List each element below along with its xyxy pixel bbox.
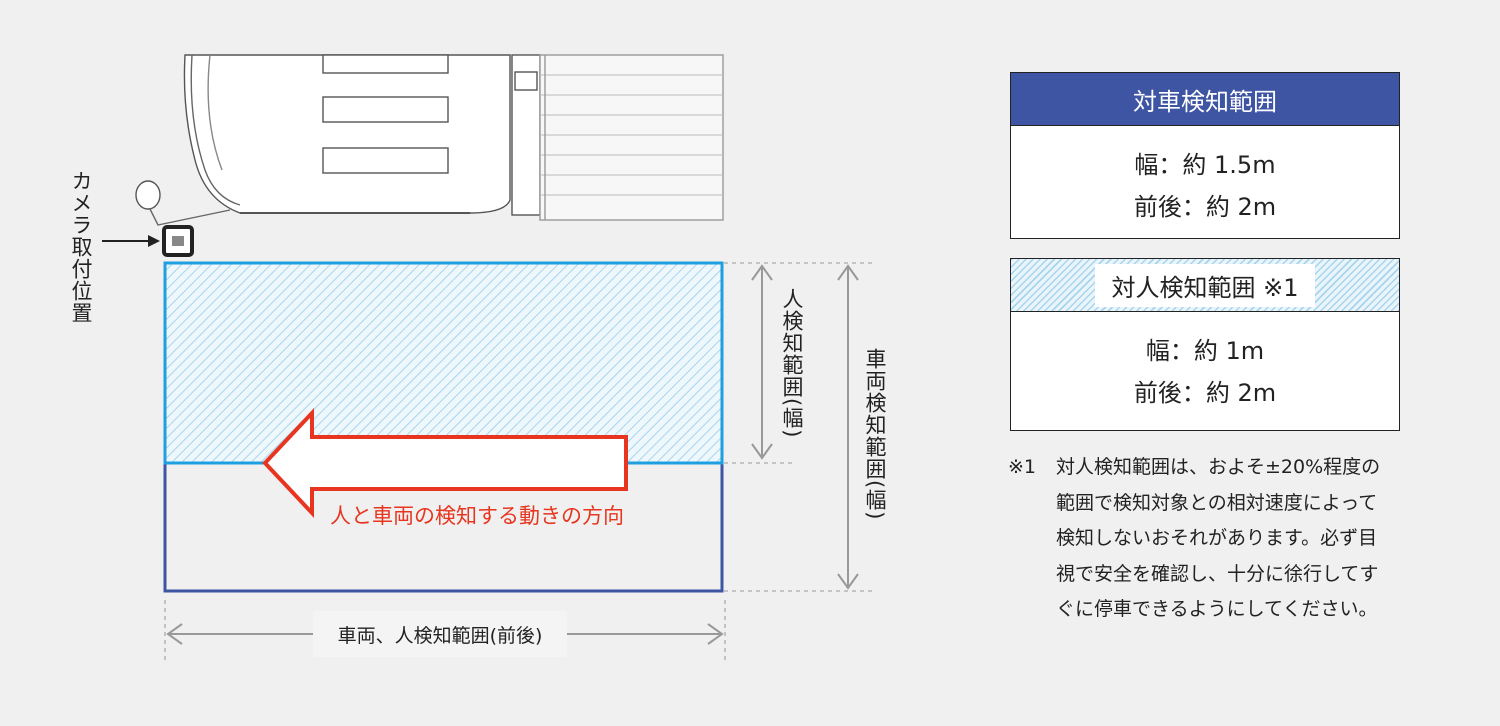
vehicle-length-value: 前後：約 2m bbox=[1133, 193, 1277, 221]
vehicle-panel-title: 対車検知範囲 bbox=[1011, 73, 1399, 126]
person-width-dimension bbox=[751, 264, 773, 460]
camera-position-label: カメラ取付位置 bbox=[69, 170, 93, 324]
vehicle-width-value: 幅：約 1.5m bbox=[1134, 151, 1276, 179]
footnote: ※1 対人検知範囲は、およそ±20%程度の範囲で検知対象との相対速度によって検知… bbox=[1008, 450, 1428, 628]
truck-illustration bbox=[135, 54, 724, 226]
camera-pointer-arrowhead bbox=[148, 235, 160, 247]
direction-arrow bbox=[262, 407, 628, 519]
person-panel-body: 幅：約 1m 前後：約 2m bbox=[1011, 312, 1399, 430]
footnote-text: 対人検知範囲は、およそ±20%程度の範囲で検知対象との相対速度によって検知しない… bbox=[1056, 456, 1381, 620]
direction-label: 人と車両の検知する動きの方向 bbox=[330, 504, 624, 528]
person-panel-header: 対人検知範囲 ※1 bbox=[1011, 259, 1399, 312]
length-label: 車両、人検知範囲(前後) bbox=[313, 611, 567, 657]
footnote-mark: ※1 bbox=[1008, 456, 1037, 478]
person-width-label: 人検知範囲(幅) bbox=[780, 288, 804, 439]
person-detection-zone bbox=[165, 263, 722, 463]
person-length-value: 前後：約 2m bbox=[1133, 379, 1277, 407]
person-width-value: 幅：約 1m bbox=[1145, 337, 1265, 365]
vehicle-width-label: 車両検知範囲(幅) bbox=[863, 348, 887, 521]
vehicle-panel-body: 幅：約 1.5m 前後：約 2m bbox=[1011, 126, 1399, 244]
camera-lens bbox=[172, 236, 184, 246]
person-detection-panel: 対人検知範囲 ※1 幅：約 1m 前後：約 2m bbox=[1010, 258, 1400, 431]
vehicle-detection-panel: 対車検知範囲 幅：約 1.5m 前後：約 2m bbox=[1010, 72, 1400, 239]
vehicle-width-dimension bbox=[837, 264, 859, 590]
dimension-guides bbox=[164, 262, 875, 662]
person-panel-title: 対人検知範囲 ※1 bbox=[1095, 263, 1315, 307]
